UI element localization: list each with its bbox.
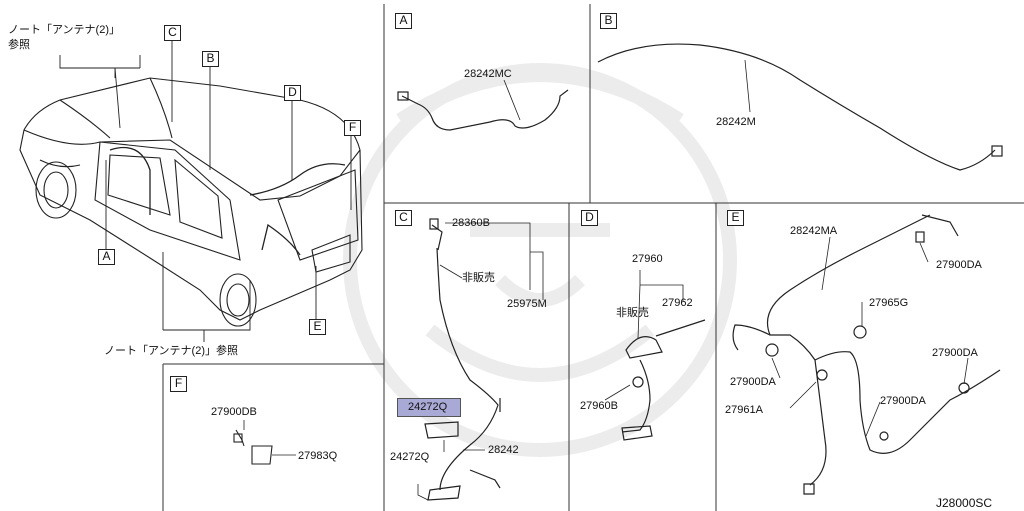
panel-a-label: A [395,13,412,29]
note-antenna-bottom: ノート「アンテナ(2)」参照 [104,345,239,357]
panel-e-label: E [727,210,744,226]
part-27900DA-4: 27900DA [880,395,926,407]
part-24272Q-highlighted: 24272Q [408,401,448,413]
callout-b: B [202,51,219,67]
car-illustration [19,77,363,327]
panel-c-label: C [395,210,412,226]
part-28242MC: 28242MC [464,68,512,80]
diagram-code: J28000SC [936,496,993,510]
part-27900DA-3: 27900DA [730,376,776,388]
part-28242MA: 28242MA [790,225,838,237]
part-28242M: 28242M [716,116,756,128]
part-27961A: 27961A [725,404,763,416]
cable-28242M [597,43,1003,171]
part-27900DA-1: 27900DA [936,259,982,271]
clip-27983Q [233,420,296,465]
part-28360B: 28360B [452,217,490,229]
note-ref-top: 参照 [8,39,30,51]
antenna-27962 [621,319,706,441]
part-27965G: 27965G [869,297,909,309]
part-27962: 27962 [662,297,693,309]
callout-d: D [284,85,301,101]
not-for-sale-d: 非販売 [616,307,649,319]
part-25975M: 25975M [507,298,547,310]
note-antenna-top: ノート「アンテナ(2)」 [8,24,121,36]
panel-e-leaders [771,236,969,437]
not-for-sale-c: 非販売 [462,272,495,284]
panel-f-label: F [170,376,187,392]
part-27960B: 27960B [580,400,618,412]
part-28242: 28242 [488,444,519,456]
panel-c-leaders [417,222,544,501]
panel-d-leaders [604,270,684,401]
panel-b-label: B [600,13,617,29]
car-leaders [59,40,352,342]
part-24272Q: 24272Q [390,451,430,463]
cable-28242 [424,218,501,501]
part-27900DA-2: 27900DA [932,347,978,359]
callout-f: F [344,120,361,136]
cable-28242MC [397,79,569,131]
part-24272Q-highlight [397,398,461,417]
panel-frames [162,4,1024,511]
part-27900DB: 27900DB [211,406,257,418]
callout-c: C [164,25,181,41]
watermark-emblem [343,63,737,457]
harness-28242MA [732,214,1001,495]
callout-e: E [309,319,326,335]
panel-d-label: D [581,210,598,226]
part-27960: 27960 [632,253,663,265]
callout-a: A [98,249,115,265]
part-27983Q: 27983Q [298,450,338,462]
